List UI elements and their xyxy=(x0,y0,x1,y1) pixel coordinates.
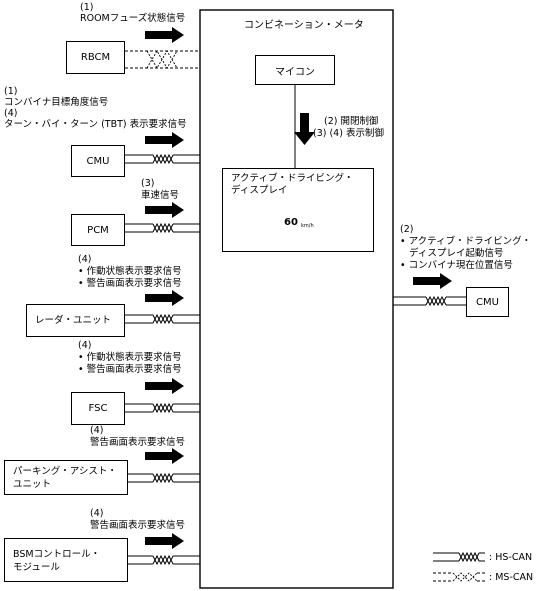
rbcm-signal-number: (1) xyxy=(80,2,94,13)
cmu-right-box: CMU xyxy=(466,287,509,317)
bsm-module-box: BSMコントロール・ モジュール xyxy=(4,538,128,582)
speed-value: 60 xyxy=(284,217,298,228)
micon-box: マイコン xyxy=(255,55,335,85)
cmu-right-label: CMU xyxy=(476,296,499,308)
cmu-signal-number-2: (4) xyxy=(4,108,18,119)
micon-label: マイコン xyxy=(275,66,315,78)
radar-unit-label: レーダ・ユニット xyxy=(35,315,112,326)
parking-signal-number: (4) xyxy=(90,425,104,436)
right-cmu-signal-text-1: • アクティブ・ドライビング・ xyxy=(400,236,532,247)
parking-assist-label-line2: ユニット xyxy=(13,479,52,490)
bsm-label-line2: モジュール xyxy=(13,562,60,573)
rbcm-signal-text: ROOMフューズ状態信号 xyxy=(80,13,186,24)
rbcm-label: RBCM xyxy=(80,52,111,63)
fsc-box: FSC xyxy=(71,392,125,425)
fsc-signal-number: (4) xyxy=(78,340,92,351)
radar-signal-text-1: • 作動状態表示要求信号 xyxy=(78,266,182,277)
meter-title: コンビネーション・メータ xyxy=(244,20,364,31)
active-driving-display-box: アクティブ・ドライビング・ ディスプレイ 60 km/h xyxy=(222,168,374,252)
radar-signal-number: (4) xyxy=(78,254,92,265)
pcm-box: PCM xyxy=(71,214,125,246)
cmu-left-label: CMU xyxy=(86,155,110,167)
bsm-signal-number: (4) xyxy=(90,508,104,519)
fsc-signal-text-1: • 作動状態表示要求信号 xyxy=(78,352,182,363)
legend-ms-can: : MS-CAN xyxy=(489,572,534,583)
fsc-signal-text-2: • 警告画面表示要求信号 xyxy=(78,364,182,375)
control-label-1: (2) 開閉制御 xyxy=(324,116,379,127)
parking-assist-label-line1: パーキング・アシスト・ xyxy=(13,466,117,477)
pcm-signal-number: (3) xyxy=(141,178,155,189)
display-label-line1: アクティブ・ドライビング・ xyxy=(231,173,354,184)
fsc-label: FSC xyxy=(88,403,108,414)
radar-signal-text-2: • 警告画面表示要求信号 xyxy=(78,278,182,289)
right-cmu-signal-text-3: • コンバイナ現在位置信号 xyxy=(400,260,513,271)
pcm-signal-text: 車速信号 xyxy=(141,190,180,201)
bsm-signal-text: 警告画面表示要求信号 xyxy=(90,520,186,531)
cmu-signal-number-1: (1) xyxy=(4,86,18,97)
cmu-left-box: CMU xyxy=(71,145,125,177)
speed-unit: km/h xyxy=(301,223,314,229)
radar-unit-box: レーダ・ユニット xyxy=(26,304,125,337)
cmu-signal-text-2: ターン・バイ・ターン (TBT) 表示要求信号 xyxy=(4,119,187,130)
rbcm-box: RBCM xyxy=(66,41,125,74)
control-label-2: (3) (4) 表示制御 xyxy=(313,128,384,139)
bsm-label-line1: BSMコントロール・ xyxy=(13,549,101,560)
display-label-line2: ディスプレイ xyxy=(231,185,288,196)
parking-assist-box: パーキング・アシスト・ ユニット xyxy=(4,460,128,495)
pcm-label: PCM xyxy=(87,224,109,236)
right-cmu-signal-text-2: ディスプレイ起動信号 xyxy=(409,248,504,259)
parking-signal-text: 警告画面表示要求信号 xyxy=(90,437,186,448)
right-cmu-signal-number: (2) xyxy=(400,224,414,235)
legend-hs-can: : HS-CAN xyxy=(489,552,533,563)
cmu-signal-text-1: コンバイナ目標角度信号 xyxy=(4,97,109,108)
